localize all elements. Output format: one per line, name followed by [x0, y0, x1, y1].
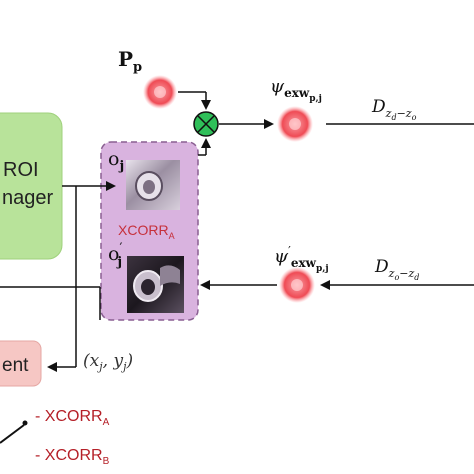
exit-wave-bottom-blob [279, 267, 315, 303]
legend-switch-line [0, 424, 25, 444]
legend-switch-dot [22, 420, 28, 426]
probe-blob [143, 75, 177, 109]
connector-lines [0, 91, 474, 372]
exit-wave-top-label: ψexwp,j [270, 76, 322, 104]
detail-box-label: ent [2, 355, 29, 376]
roi-manager-line2: nager [2, 187, 53, 209]
coordinates-label: (xj, yj) [83, 351, 133, 373]
legend-item-xcorr-a: - XCORRA [35, 408, 110, 428]
legend-item-xcorr-b: - XCORRB [35, 447, 110, 467]
probe-label: Pp [118, 47, 142, 75]
exit-wave-top-blob [277, 106, 313, 142]
propagator-forward-label: Dzd−zo [371, 97, 417, 122]
object-label-bottom: o′j [108, 241, 122, 270]
xcorr-block: oj XCORRA o′j [100, 141, 199, 321]
roi-manager-line1: ROI [3, 159, 39, 181]
legend: - XCORRA - XCORRB [0, 408, 110, 467]
multiplier-node [193, 111, 219, 137]
propagator-backward-label: Dzo−zd [374, 257, 419, 282]
object-label-top: oj [108, 148, 124, 174]
roi-manager-box: ROI nager [0, 112, 63, 260]
xcorr-title: XCORRA [118, 222, 175, 241]
exit-wave-bottom-label: ψ′exwp,j [274, 244, 329, 274]
object-image-top [126, 160, 180, 210]
detail-box: ent [0, 340, 42, 387]
object-image-bottom [127, 256, 184, 313]
